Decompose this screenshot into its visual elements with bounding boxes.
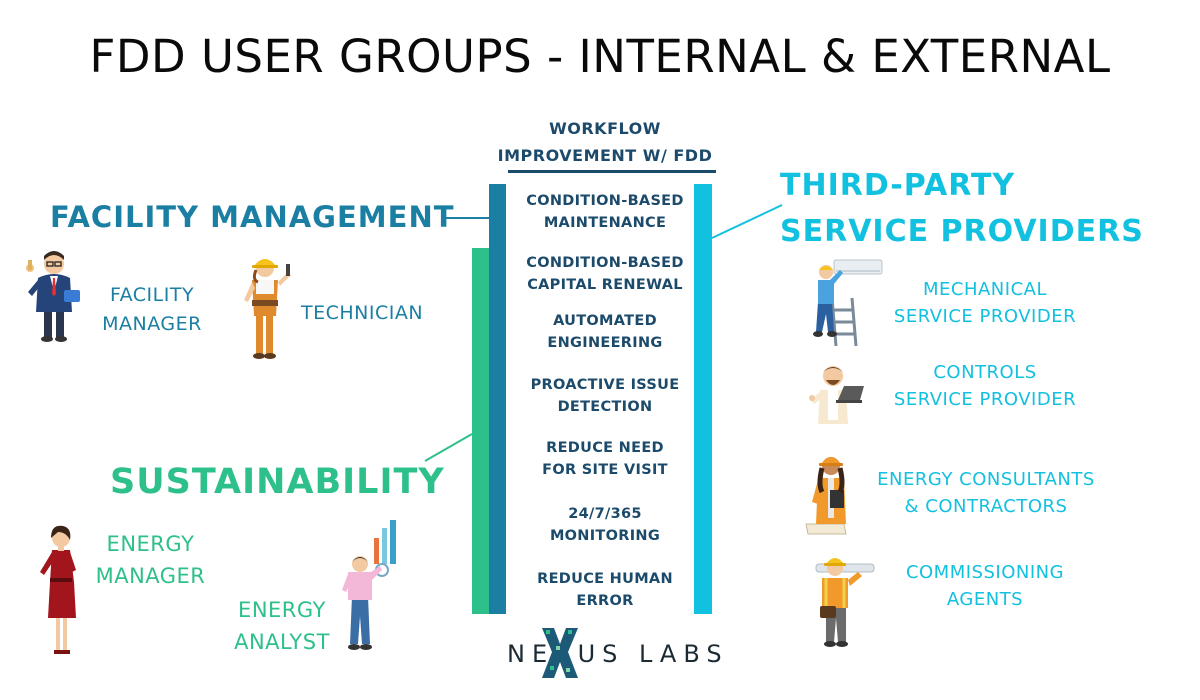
role-energy-manager: ENERGY MANAGER (88, 528, 213, 592)
role-label-line: MANAGER (102, 313, 202, 335)
workflow-item: REDUCE NEED FOR SITE VISIT (510, 437, 700, 481)
workflow-item: AUTOMATED ENGINEERING (510, 310, 700, 354)
workflow-item: CONDITION-BASED CAPITAL RENEWAL (510, 252, 700, 296)
third-party-title: THIRD-PARTY SERVICE PROVIDERS (780, 163, 1144, 255)
workflow-item-line: ERROR (576, 593, 634, 609)
workflow-item-line: FOR SITE VISIT (542, 462, 668, 478)
workflow-item-line: MONITORING (549, 528, 661, 544)
workflow-item-line: REDUCE NEED (546, 440, 664, 456)
role-label-line: FACILITY (109, 284, 195, 306)
commissioning-agent-illustration-icon (815, 558, 875, 647)
workflow-item: 24/7/365 MONITORING (510, 503, 700, 547)
logo-text-mark: X (554, 640, 577, 668)
workflow-item-line: DETECTION (557, 399, 653, 415)
workflow-item-line: CONDITION-BASED (526, 193, 684, 209)
third-party-title-line-2: SERVICE PROVIDERS (780, 214, 1144, 249)
role-label-line: TECHNICIAN (300, 302, 424, 324)
sustainability-connector (424, 433, 473, 462)
role-label-line: & CONTRACTORS (904, 496, 1068, 517)
workflow-heading-line-1: WORKFLOW (549, 119, 661, 138)
logo-text-right: US LABS (577, 640, 729, 668)
role-label-line: SERVICE PROVIDER (893, 306, 1077, 327)
role-controls-service-provider: CONTROLS SERVICE PROVIDER (880, 359, 1090, 413)
workflow-item-line: ENGINEERING (547, 335, 663, 351)
sustainability-title: SUSTAINABILITY (110, 462, 445, 502)
energy-analyst-illustration-icon (342, 520, 396, 650)
workflow-item: CONDITION-BASED MAINTENANCE (510, 190, 700, 234)
role-label-line: AGENTS (946, 589, 1024, 610)
page-title: FDD USER GROUPS - INTERNAL & EXTERNAL (89, 30, 1111, 83)
role-mechanical-service-provider: MECHANICAL SERVICE PROVIDER (880, 276, 1090, 330)
role-label-line: ENERGY (106, 532, 195, 556)
workflow-heading: WORKFLOW IMPROVEMENT W/ FDD (470, 115, 740, 169)
logo-text-left: NE (507, 640, 555, 668)
role-label-line: ENERGY CONSULTANTS (877, 469, 1095, 490)
role-label-line: ENERGY (238, 598, 326, 622)
role-facility-manager: FACILITY MANAGER (92, 281, 212, 339)
third-party-connector (711, 204, 783, 239)
workflow-heading-rule (508, 170, 716, 173)
facility-manager-illustration-icon (26, 251, 80, 342)
facility-management-title: FACILITY MANAGEMENT (50, 200, 455, 234)
controls-service-provider-illustration-icon (809, 366, 864, 424)
workflow-item-line: CAPITAL RENEWAL (527, 277, 683, 293)
workflow-item: PROACTIVE ISSUE DETECTION (510, 374, 700, 418)
role-commissioning-agents: COMMISSIONING AGENTS (880, 559, 1090, 613)
workflow-item: REDUCE HUMAN ERROR (510, 568, 700, 612)
facility-bar (489, 184, 506, 614)
role-energy-analyst: ENERGY ANALYST (222, 594, 342, 658)
role-energy-consultants: ENERGY CONSULTANTS & CONTRACTORS (866, 466, 1106, 520)
sustainability-bar (472, 248, 489, 614)
workflow-item-line: MAINTENANCE (543, 215, 667, 231)
role-label-line: COMMISSIONING (905, 562, 1065, 583)
workflow-item-line: AUTOMATED (553, 313, 657, 329)
workflow-item-line: PROACTIVE ISSUE (530, 377, 680, 393)
energy-manager-illustration-icon (40, 525, 76, 654)
technician-illustration-icon (244, 259, 291, 359)
role-label-line: ANALYST (234, 630, 330, 654)
nexus-labs-logo: NEXUS LABS (507, 640, 729, 668)
workflow-item-line: 24/7/365 (568, 506, 642, 522)
role-label-line: MANAGER (95, 564, 206, 588)
workflow-item-line: REDUCE HUMAN (537, 571, 673, 587)
role-label-line: MECHANICAL (922, 279, 1047, 300)
role-label-line: CONTROLS (933, 362, 1037, 383)
energy-consultant-illustration-icon (805, 457, 847, 535)
workflow-item-line: CONDITION-BASED (526, 255, 684, 271)
workflow-heading-line-2: IMPROVEMENT W/ FDD (497, 146, 713, 165)
mechanical-service-provider-illustration-icon (813, 259, 883, 347)
role-technician: TECHNICIAN (292, 299, 432, 328)
nexus-logo-mark-icon (542, 628, 578, 678)
third-party-title-line-1: THIRD-PARTY (780, 168, 1016, 203)
third-party-bar (694, 184, 712, 614)
role-label-line: SERVICE PROVIDER (893, 389, 1077, 410)
